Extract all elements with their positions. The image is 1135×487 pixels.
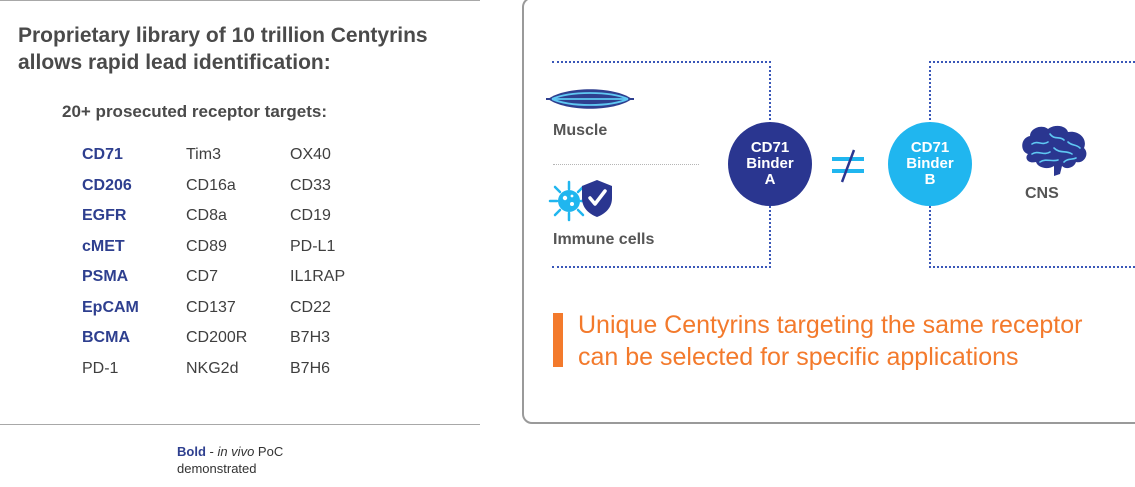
target-egfr: EGFR [82, 207, 127, 224]
target-pd-1: PD-1 [82, 359, 119, 377]
accent-bar [553, 313, 563, 367]
key-message: Unique Centyrins targeting the same rece… [578, 309, 1082, 373]
target-cd19: CD19 [290, 207, 331, 224]
target-epcam: EpCAM [82, 298, 139, 316]
key-message-line1: Unique Centyrins targeting the same rece… [578, 311, 1083, 339]
target-ox40: OX40 [290, 146, 331, 163]
cns-label: CNS [1025, 185, 1059, 202]
muscle-icon [546, 89, 634, 109]
target-psma: PSMA [82, 268, 129, 285]
target-pd-l1: PD-L1 [290, 237, 336, 255]
target-cd7: CD7 [186, 268, 219, 285]
binder-b-circle: CD71 Binder B [888, 122, 972, 206]
tissue-separator [553, 164, 699, 165]
footnote-dash: - [205, 444, 218, 459]
muscle-label: Muscle [553, 122, 608, 139]
footnote-line1: Bold - in vivo PoC [177, 443, 283, 460]
key-message-line2: can be selected for specific application… [578, 343, 1019, 371]
target-cmet: cMET [82, 237, 125, 255]
binder-b-line2: Binder [906, 155, 954, 172]
binder-a-circle: CD71 Binder A [728, 122, 812, 206]
targets-subtitle: 20+ prosecuted receptor targets: [62, 102, 328, 121]
binder-b-line3: B [924, 171, 936, 188]
target-nkg2d: NKG2d [186, 359, 239, 377]
left-title-line2: allows rapid lead identification: [18, 51, 331, 74]
target-cd33: CD33 [290, 176, 331, 194]
bottom-divider-left [0, 424, 480, 425]
target-cd137: CD137 [186, 298, 236, 316]
footnote-bold: Bold [177, 444, 206, 459]
left-title: Proprietary library of 10 trillion Centy… [18, 22, 428, 76]
not-equal-icon [832, 149, 864, 183]
target-bcma: BCMA [82, 329, 130, 346]
shield-check-icon [582, 180, 612, 217]
top-divider-left [0, 0, 480, 1]
target-b7h6: B7H6 [290, 359, 331, 377]
target-cd89: CD89 [186, 237, 227, 255]
footnote-italic: in vivo [217, 444, 255, 459]
target-tim3: Tim3 [186, 146, 221, 163]
target-cd8a: CD8a [186, 207, 227, 224]
left-title-line1: Proprietary library of 10 trillion Centy… [18, 24, 428, 47]
footnote-line2: demonstrated [177, 461, 257, 476]
binder-a-line3: A [764, 171, 776, 188]
target-cd71: CD71 [82, 146, 123, 163]
footnote-rest: PoC [254, 444, 284, 459]
binder-a-line2: Binder [746, 155, 794, 172]
footnote: Bold - in vivo PoC demonstrated [177, 443, 283, 477]
immune-cells-label: Immune cells [553, 231, 655, 248]
immune-cell-icon [548, 180, 590, 222]
target-cd206: CD206 [82, 176, 132, 194]
target-cd16a: CD16a [186, 176, 236, 194]
target-cd200r: CD200R [186, 329, 248, 346]
binder-a-line1: CD71 [750, 139, 790, 156]
binder-b-line1: CD71 [910, 139, 950, 156]
target-b7h3: B7H3 [290, 329, 331, 346]
target-cd22: CD22 [290, 298, 331, 316]
target-il1rap: IL1RAP [290, 268, 346, 285]
brain-icon [1022, 125, 1087, 176]
diagram-card [522, 0, 1135, 424]
